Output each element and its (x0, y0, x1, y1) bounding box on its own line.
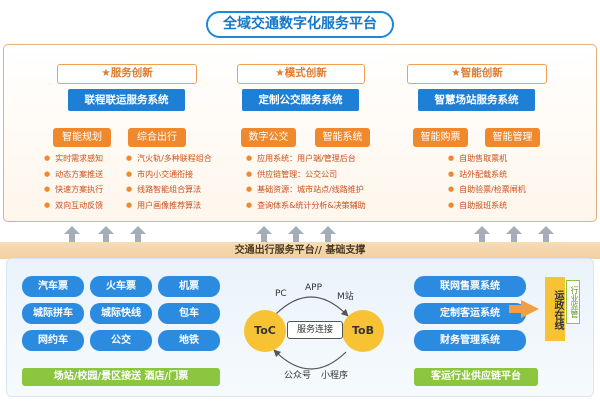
green-supply-chain[interactable]: 客运行业供应链平台 (414, 368, 538, 386)
ticket-flight[interactable]: 机票 (158, 276, 220, 297)
list-item: 实时需求感知 (44, 151, 128, 167)
bullets-smart-ticketing: 自助售取票机 站外配载系统 自助验票/检票闸机 自助报班系统 (448, 151, 548, 213)
list-item: 自助售取票机 (448, 151, 548, 167)
channel-pc: PC (275, 289, 287, 299)
green-services-left[interactable]: 场站/校园/景区接送 酒店/门票 (22, 368, 220, 386)
channel-app: APP (305, 283, 323, 293)
ticket-metro[interactable]: 地铁 (158, 330, 220, 351)
ticket-bus[interactable]: 汽车票 (22, 276, 84, 297)
list-item: 汽火轨/多种联程组合 (126, 151, 226, 167)
system-custom-passenger[interactable]: 定制客运系统 (414, 303, 526, 324)
innovation-label-smart: ★智能创新 (407, 64, 547, 84)
service-cycle-diagram (273, 296, 349, 370)
bullets-smart-planning: 实时需求感知 动态方案推送 快速方案执行 双向互动反馈 (44, 151, 128, 213)
system-networked-ticketing[interactable]: 联网售票系统 (414, 276, 526, 297)
list-item: 查询体系&统计分析&决策辅助 (246, 198, 386, 214)
system-smart-station[interactable]: 智慧场站服务系统 (418, 89, 535, 111)
channel-official-account: 公众号 (284, 371, 312, 381)
gov-online[interactable]: 运政在线 (545, 277, 565, 341)
channel-mini-program: 小程序 (321, 371, 349, 381)
foundation-bar: 交通出行服务平台// 基础支撑 (0, 242, 600, 259)
ticket-train[interactable]: 火车票 (90, 276, 152, 297)
sub-integrated-travel[interactable]: 综合出行 (128, 128, 186, 147)
list-item: 供应链管理：公交公司 (246, 167, 386, 183)
list-item: 站外配载系统 (448, 167, 548, 183)
list-item: 用户画像推荐算法 (126, 198, 226, 214)
right-arrow-icon (521, 300, 539, 318)
list-item: 自助报班系统 (448, 198, 548, 214)
gov-arrow-shaft (509, 305, 523, 313)
tob-node: ToB (342, 310, 384, 352)
list-item: 自助验票/检票闸机 (448, 182, 548, 198)
sub-digital-bus[interactable]: 数字公交 (241, 128, 296, 147)
innovation-label-model: ★模式创新 (237, 64, 365, 84)
industry-supervision: 行业监管 (566, 280, 580, 324)
list-item: 应用系统：用户端/管理后台 (246, 151, 386, 167)
ticket-ride-hailing[interactable]: 网约车 (22, 330, 84, 351)
list-item: 快速方案执行 (44, 182, 128, 198)
ticket-city-bus[interactable]: 公交 (90, 330, 152, 351)
channel-mobile-site: M站 (337, 292, 354, 302)
system-custom-bus[interactable]: 定制公交服务系统 (242, 89, 359, 111)
ticket-charter[interactable]: 包车 (158, 303, 220, 324)
ticket-intercity-carpool[interactable]: 城际拼车 (22, 303, 84, 324)
sub-smart-planning[interactable]: 智能规划 (53, 128, 111, 147)
service-connect-label: 服务连接 (287, 321, 343, 339)
list-item: 动态方案推送 (44, 167, 128, 183)
list-item: 线路智能组合算法 (126, 182, 226, 198)
sub-smart-ticketing[interactable]: 智能购票 (413, 128, 468, 147)
system-connect-transport[interactable]: 联程联运服务系统 (68, 89, 185, 111)
page-title: 全域交通数字化服务平台 (206, 11, 394, 38)
list-item: 基础资源：城市站点/线路维护 (246, 182, 386, 198)
list-item: 市内小交通衔接 (126, 167, 226, 183)
sub-smart-management[interactable]: 智能管理 (485, 128, 540, 147)
sub-smart-system[interactable]: 智能系统 (315, 128, 370, 147)
system-finance-management[interactable]: 财务管理系统 (414, 330, 526, 351)
list-item: 双向互动反馈 (44, 198, 128, 214)
ticket-intercity-express[interactable]: 城际快线 (90, 303, 152, 324)
innovation-label-service: ★服务创新 (57, 64, 197, 84)
bullets-digital-bus: 应用系统：用户端/管理后台 供应链管理：公交公司 基础资源：城市站点/线路维护 … (246, 151, 386, 213)
toc-node: ToC (244, 310, 286, 352)
bullets-integrated-travel: 汽火轨/多种联程组合 市内小交通衔接 线路智能组合算法 用户画像推荐算法 (126, 151, 226, 213)
